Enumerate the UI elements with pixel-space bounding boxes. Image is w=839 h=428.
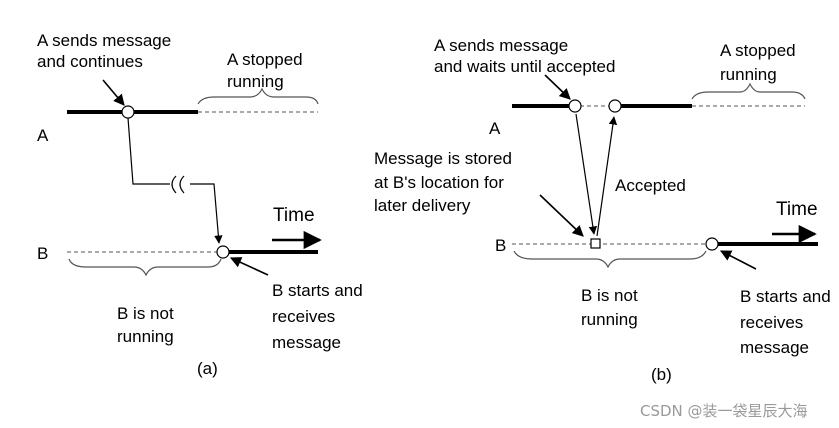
panel-b-caption: (b) xyxy=(651,365,672,384)
message-path xyxy=(127,117,170,185)
a-send-point xyxy=(121,105,135,119)
b-starts-label-line2: receives xyxy=(272,307,336,326)
b-receive-point xyxy=(705,237,719,251)
a-stopped-label-line2: running xyxy=(227,72,284,91)
b-starts-pointer xyxy=(229,257,269,276)
panel-b-graphics xyxy=(512,74,818,270)
b-not-running-brace xyxy=(68,258,222,277)
b-not-running-label-line2: running xyxy=(117,327,174,346)
accepted-arrow-up xyxy=(596,116,618,237)
stored-label-line3: later delivery xyxy=(374,196,471,215)
b-panel-process-b-label: B xyxy=(495,236,507,255)
stored-pointer xyxy=(539,194,584,237)
a-stopped-label-line1: A stopped xyxy=(227,50,303,69)
stored-label-line2: at B's location for xyxy=(374,173,504,192)
b-panel-time-label: Time xyxy=(776,199,818,220)
b-panel-not-running-label-line1: B is not xyxy=(581,286,638,305)
b-not-running-brace xyxy=(513,250,707,269)
b-starts-label-line3: message xyxy=(272,333,341,352)
process-b-label: B xyxy=(37,244,49,263)
sends-pointer xyxy=(544,74,571,100)
b-panel-starts-label-line1: B starts and xyxy=(740,287,831,306)
b-panel-sends-label-line1: A sends message xyxy=(434,36,569,55)
message-path-continued xyxy=(190,183,223,244)
b-starts-pointer xyxy=(720,250,757,270)
stored-label-line1: Message is stored xyxy=(374,149,512,168)
message-arrow-down xyxy=(575,113,598,235)
panel-a-graphics xyxy=(67,79,322,277)
b-panel-stopped-label-line1: A stopped xyxy=(720,41,796,60)
a-sends-label-line1: A sends message xyxy=(37,31,172,50)
b-panel-stopped-label-line2: running xyxy=(720,65,777,84)
b-not-running-label-line1: B is not xyxy=(117,304,174,323)
b-panel-process-a-label: A xyxy=(489,119,501,138)
stored-message-point xyxy=(590,238,601,249)
a-stopped-brace xyxy=(691,82,806,100)
process-a-label: A xyxy=(37,126,49,145)
b-panel-starts-label-line2: receives xyxy=(740,313,804,332)
accepted-label: Accepted xyxy=(615,176,686,195)
a-sends-label-line2: and continues xyxy=(37,52,143,71)
b-panel-sends-label-line2: and waits until accepted xyxy=(434,57,616,76)
watermark: CSDN @装一袋星辰大海 xyxy=(640,402,808,420)
wait-break-symbol xyxy=(171,175,185,194)
b-panel-starts-label-line3: message xyxy=(740,338,809,357)
a-accept-point xyxy=(608,99,622,113)
b-panel-not-running-label-line2: running xyxy=(581,310,638,329)
sends-pointer xyxy=(102,79,125,106)
b-starts-label-line1: B starts and xyxy=(272,281,363,300)
a-stopped-brace xyxy=(197,87,319,105)
panel-a-caption: (a) xyxy=(197,359,218,378)
a-send-point xyxy=(568,99,582,113)
time-label: Time xyxy=(273,205,315,226)
b-receive-point xyxy=(216,245,230,259)
